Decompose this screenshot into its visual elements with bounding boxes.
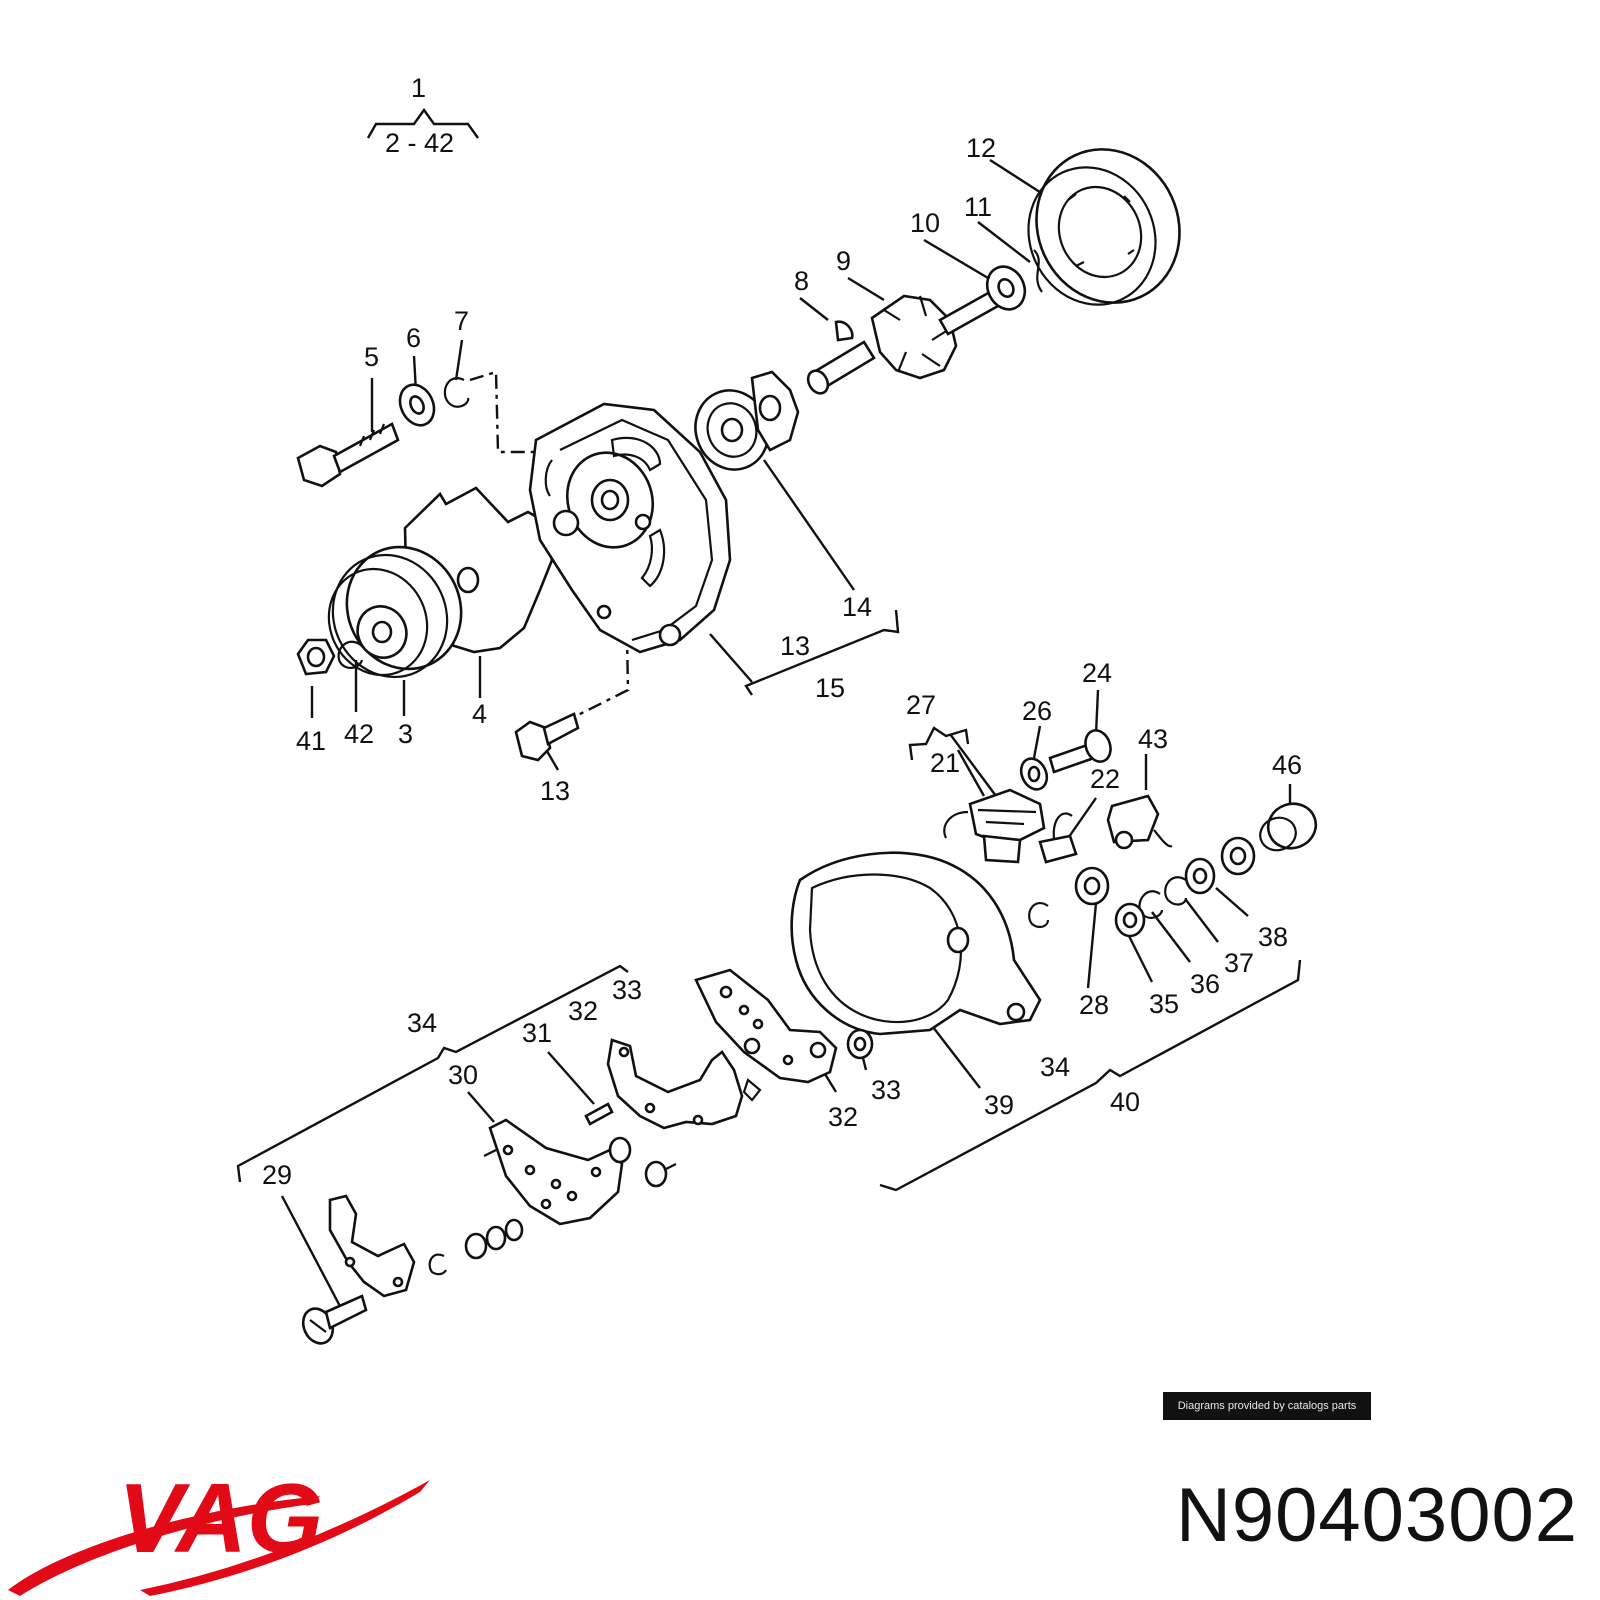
- part-33-star-washer: [742, 1078, 762, 1102]
- part-31-diode: [584, 1102, 614, 1126]
- callout-6: 6: [406, 323, 421, 353]
- part-10-bearing: [985, 265, 1027, 311]
- part-12-stator: [1027, 148, 1181, 306]
- part-3-pulley: [327, 545, 463, 679]
- part-21-regulator: [943, 788, 1046, 864]
- callout-31: 31: [522, 1018, 552, 1048]
- callout-26: 26: [1022, 696, 1052, 726]
- callout-13-bolt: 13: [540, 776, 570, 806]
- part-11-spring-washer: [1033, 249, 1043, 293]
- callout-4: 4: [472, 699, 487, 729]
- callout-37: 37: [1224, 948, 1254, 978]
- part-22-brush: [1038, 812, 1078, 864]
- callout-28: 28: [1079, 990, 1109, 1020]
- callout-30: 30: [448, 1060, 478, 1090]
- callout-46: 46: [1272, 750, 1302, 780]
- callout-21: 21: [930, 748, 960, 778]
- part-35-lock-washer: [1114, 890, 1164, 938]
- callout-3: 3: [398, 719, 413, 749]
- diagram-credit-box: Diagrams provided by catalogs parts: [1163, 1392, 1371, 1420]
- part-heat-sink-diodes: [608, 1136, 677, 1188]
- callout-27: 27: [906, 690, 936, 720]
- part-insulating-plate: [606, 1038, 744, 1130]
- callout-labels: 1 2 - 42 3 4 5 6 7 8 9 10 11 12 13 13 14…: [262, 73, 1302, 1190]
- part-9-rotor: [806, 290, 1000, 395]
- part-7-lock-washer: [443, 377, 470, 408]
- callout-34-right: 34: [1040, 1052, 1070, 1082]
- part-26-washer: [1019, 757, 1049, 791]
- callout-42: 42: [344, 719, 374, 749]
- part-15-drive-end-housing: [528, 402, 732, 654]
- diagram-credit-text: Diagrams provided by catalogs parts: [1177, 1400, 1357, 1412]
- part-37-washer: [1184, 857, 1216, 895]
- logo-swoosh: [8, 1496, 320, 1596]
- part-6-washer: [398, 383, 436, 427]
- callout-7: 7: [454, 306, 469, 336]
- part-clip: [1028, 902, 1050, 929]
- callout-35: 35: [1149, 989, 1179, 1019]
- part-8-key: [834, 320, 854, 342]
- callout-40: 40: [1110, 1087, 1140, 1117]
- callout-32-top: 32: [568, 996, 598, 1026]
- part-28-nut: [1074, 866, 1110, 906]
- part-29-bracket-and-screw: [301, 1194, 524, 1345]
- callout-11: 11: [964, 192, 992, 222]
- callout-15: 15: [815, 673, 845, 703]
- part-43-capacitor: [1106, 794, 1173, 850]
- part-33-nut: [846, 1028, 874, 1060]
- callout-10: 10: [910, 208, 940, 238]
- bracket-15: [744, 609, 900, 696]
- callout-22: 22: [1090, 764, 1120, 794]
- part-38-nut: [1220, 836, 1256, 876]
- part-cover-plate: [750, 370, 800, 452]
- callout-32-bottom: 32: [828, 1102, 858, 1132]
- part-number: N90403002: [1175, 1473, 1578, 1558]
- callout-29: 29: [262, 1160, 292, 1190]
- bracket-40: [879, 959, 1302, 1192]
- callout-39: 39: [984, 1090, 1014, 1120]
- callout-9: 9: [836, 246, 851, 276]
- callout-1: 1: [411, 73, 426, 103]
- part-42-lock-washer: [337, 640, 364, 669]
- callout-2-42: 2 - 42: [385, 128, 454, 158]
- callout-8: 8: [794, 266, 809, 296]
- logo-swoosh-lower: [140, 1480, 430, 1596]
- callout-5: 5: [364, 342, 379, 372]
- part-30-heat-sink: [483, 1118, 624, 1226]
- logo-wordmark: VAG: [118, 1463, 323, 1573]
- callout-13-bracket: 13: [780, 631, 810, 661]
- vag-logo: VAG: [8, 1463, 430, 1596]
- part-5-bolt: [296, 422, 400, 488]
- bracket-27: [908, 726, 970, 761]
- callout-43: 43: [1138, 724, 1168, 754]
- part-39-slip-ring-cover: [790, 851, 1042, 1036]
- part-41-nut: [296, 638, 336, 676]
- callout-12: 12: [966, 133, 996, 163]
- callout-34-left: 34: [407, 1008, 437, 1038]
- callout-41: 41: [296, 726, 326, 756]
- brackets: [236, 107, 1302, 1192]
- part-36-lock-washer: [1164, 876, 1188, 906]
- callout-38: 38: [1258, 922, 1288, 952]
- callout-33-top: 33: [612, 975, 642, 1005]
- bracket-34-left: [236, 964, 629, 1183]
- callout-24: 24: [1082, 658, 1112, 688]
- part-13-bolt: [514, 712, 580, 762]
- bracket-1: [366, 107, 479, 139]
- callout-36: 36: [1190, 969, 1220, 999]
- callout-14: 14: [842, 592, 872, 622]
- callout-33-right: 33: [871, 1075, 901, 1105]
- part-32-rectifier-plate: [694, 968, 838, 1084]
- part-24-screw: [1048, 729, 1112, 774]
- part-46-sleeve: [1259, 802, 1318, 852]
